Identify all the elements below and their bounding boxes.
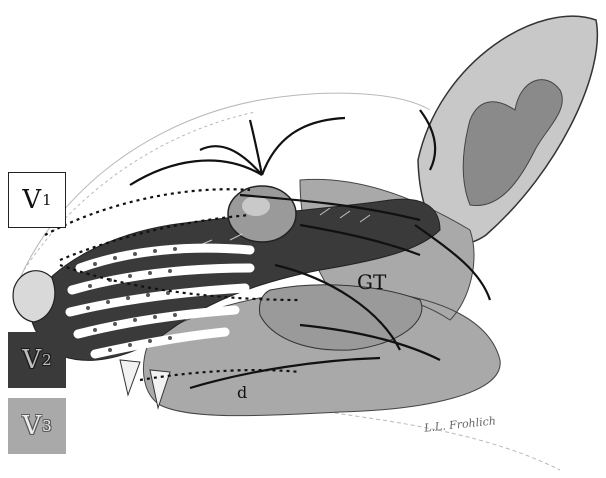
- label-gt: GT: [357, 270, 386, 294]
- legend-v2-main: V: [22, 347, 41, 373]
- legend-v1-main: V: [22, 187, 41, 213]
- legend-v3-main: V: [22, 413, 41, 439]
- eye: [228, 186, 296, 242]
- ear: [418, 16, 597, 244]
- label-d: d: [237, 383, 247, 402]
- legend-v2-sub: 2: [42, 351, 52, 369]
- legend-v1-sub: 1: [42, 191, 52, 209]
- legend-v3-sub: 3: [42, 417, 52, 435]
